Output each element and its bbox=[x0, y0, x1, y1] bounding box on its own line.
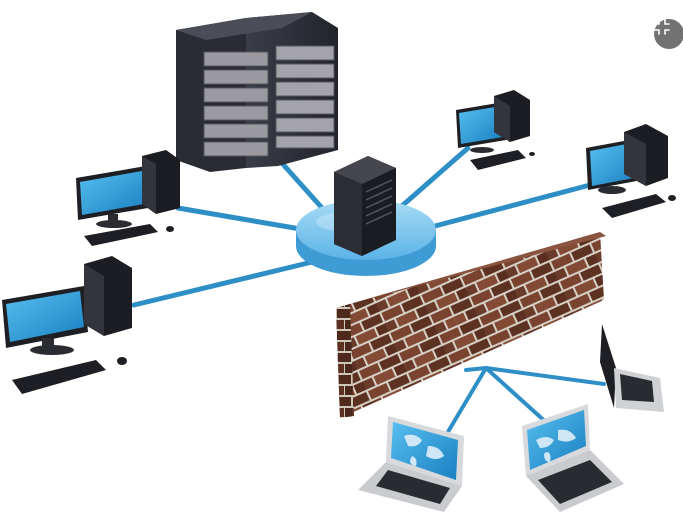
cable-to-desktop-left bbox=[131, 259, 315, 308]
cable-from-wall bbox=[464, 366, 488, 372]
desktop-computer-top-left bbox=[76, 150, 180, 246]
desktop-computer-right bbox=[586, 124, 676, 218]
laptop-far-right bbox=[600, 324, 664, 412]
rack-bays-right bbox=[275, 45, 335, 149]
network-cables bbox=[131, 145, 593, 308]
server-rack bbox=[176, 12, 338, 172]
desktop-computer-left bbox=[2, 256, 132, 394]
fullscreen-toggle-button[interactable] bbox=[654, 19, 683, 49]
cable-to-laptop-far-right bbox=[484, 366, 606, 386]
rack-bays-left bbox=[203, 51, 269, 157]
fullscreen-exit-icon bbox=[654, 19, 670, 35]
central-server bbox=[334, 156, 396, 256]
cable-to-desktop-right bbox=[417, 182, 593, 233]
desktop-computer-top-right bbox=[456, 90, 535, 170]
cable-to-laptop-right bbox=[484, 366, 550, 426]
cable-to-desktop-top-right bbox=[392, 145, 471, 215]
cable-to-desktop-top-left bbox=[175, 205, 321, 235]
laptop-center bbox=[358, 416, 464, 512]
firewall-brick-wall bbox=[336, 232, 606, 418]
laptop-right bbox=[522, 404, 624, 512]
